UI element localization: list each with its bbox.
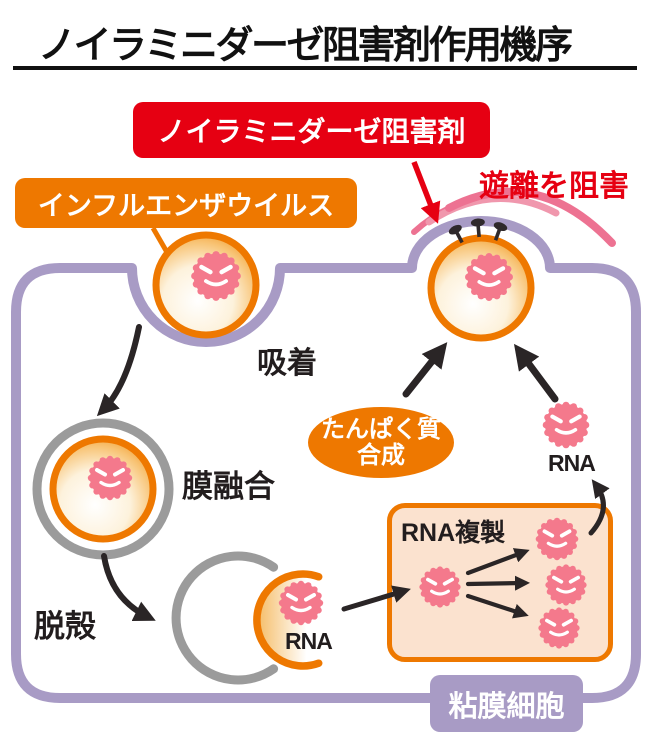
inhibitor-arrow xyxy=(411,161,441,224)
virus-adsorption-icon xyxy=(150,226,260,339)
page-title: ノイラミニダーゼ阻害剤作用機序 xyxy=(38,25,573,67)
step-adsorption-label: 吸着 xyxy=(257,347,317,380)
virus-core-icon xyxy=(465,253,513,301)
neuraminidase-spikes-icon xyxy=(445,216,511,248)
protein-synthesis-line2: 合成 xyxy=(357,441,405,469)
title-underline xyxy=(13,66,637,70)
virus-endosome-icon xyxy=(32,418,174,560)
mucosal-cell-callout: 粘膜細胞 xyxy=(430,675,583,732)
step-uncoating-label: 脱殻 xyxy=(34,609,96,644)
protein-synthesis-line1: たんぱく質 xyxy=(321,415,441,443)
rna-replication-label: RNA複製 xyxy=(401,519,506,547)
rna-particle-icon xyxy=(543,402,590,449)
rna-uncoated-label: RNA xyxy=(285,628,333,654)
influenza-virus-callout: インフルエンザウイルス xyxy=(15,178,357,228)
step-membrane-fusion-label: 膜融合 xyxy=(182,469,275,504)
virus-budding-icon xyxy=(427,216,535,342)
rna-particle-icon xyxy=(276,578,326,628)
rna-released-label: RNA xyxy=(548,450,596,476)
protein-synthesis-badge: たんぱく質 合成 xyxy=(308,407,454,478)
inhibitor-callout: ノイラミニダーゼ阻害剤 xyxy=(133,102,490,158)
block-release-label: 遊離を阻害 xyxy=(479,170,629,203)
virus-uncoating-icon xyxy=(171,551,326,685)
virus-core-icon xyxy=(85,453,135,503)
virus-core-icon xyxy=(191,251,241,301)
